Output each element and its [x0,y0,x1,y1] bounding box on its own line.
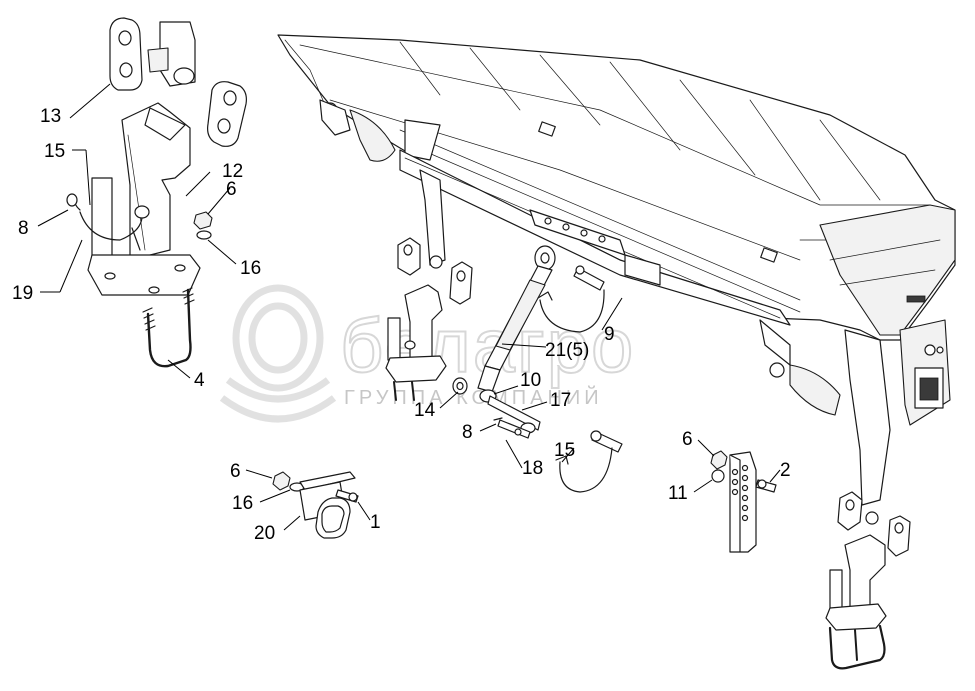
callout-17: 17 [550,390,571,411]
part-12-bracket [66,102,201,296]
part-6-16-nut-washer-left [193,211,213,240]
bottom-right-bracket [825,491,911,670]
hopper-body [277,34,956,525]
callout-4: 4 [194,370,205,391]
callout-6: 6 [226,179,237,200]
callout-20: 20 [254,523,275,544]
callout-14: 14 [414,400,436,421]
callout-10: 10 [520,370,541,391]
callout-labels: 13 15 12 6 8 16 19 4 9 21(5) 10 14 17 8 … [12,106,791,544]
callout-16-bottom: 16 [232,493,253,514]
part-15-pin-wire-center [555,430,623,493]
callout-19: 19 [12,283,33,304]
part-13-mount-plates [109,17,247,147]
callout-12: 12 [222,161,243,182]
callout-13: 13 [40,106,61,127]
callout-6-right: 6 [682,429,693,450]
callout-1: 1 [370,512,381,533]
callout-15: 15 [44,141,65,162]
callout-8: 8 [18,218,29,239]
callout-6-bottom: 6 [230,461,241,482]
part-20-bracket [272,471,359,539]
part-10-17-pin-set [452,377,541,439]
center-bracket-assembly [385,237,473,401]
part-adjuster-strip [710,450,777,553]
callout-16: 16 [240,258,261,279]
part-9-pin-wire [537,265,605,333]
part-4-u-bolt [142,287,195,368]
callout-21-5: 21(5) [545,340,589,361]
callout-8-center: 8 [462,422,473,443]
callout-11: 11 [668,483,688,504]
callout-2: 2 [780,460,791,481]
watermark-tagline: ГРУППА КОМПАНИЙ [344,385,603,409]
callout-18: 18 [522,458,543,479]
callout-15-center: 15 [554,440,575,461]
part-21-top-link [477,245,556,403]
watermark-logo-rings [219,284,337,423]
callout-9: 9 [604,324,615,345]
leader-lines [37,83,781,531]
